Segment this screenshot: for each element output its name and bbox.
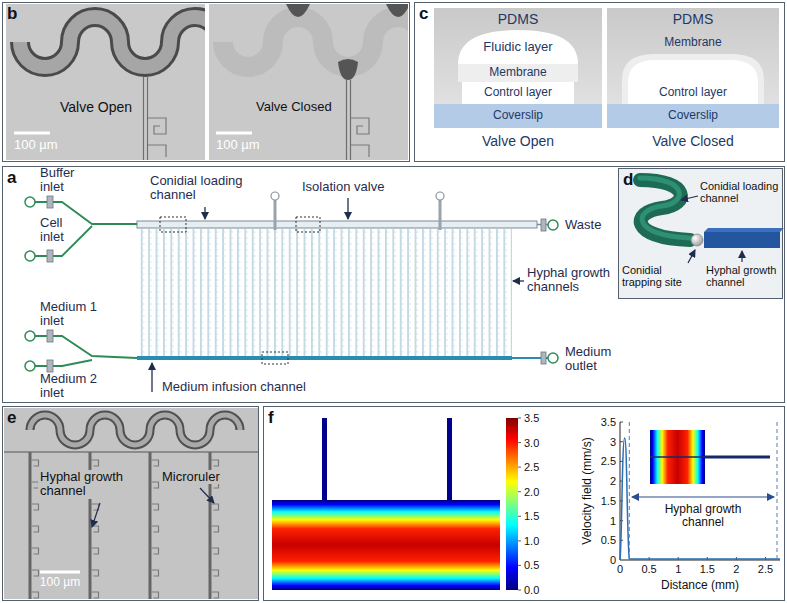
port-label: Medium outlet	[565, 345, 625, 374]
colorbar-tick: 2.5	[524, 461, 539, 473]
axis-tick: 1.5	[700, 563, 715, 575]
channel-label: Medium infusion channel	[162, 380, 306, 394]
axis-title: Distance (mm)	[661, 579, 739, 592]
panel-letter: d	[623, 171, 633, 188]
panel-letter: e	[7, 409, 16, 426]
layer-label: Control layer	[484, 86, 552, 99]
axis-tick: 1.5	[601, 495, 616, 507]
axis-tick: 0.5	[641, 563, 656, 575]
part-label: Microruler	[160, 470, 222, 484]
state-label: Valve Open	[482, 134, 554, 149]
colorbar-tick: 0.0	[524, 584, 539, 596]
valve-label: Isolation valve	[302, 180, 384, 194]
layer-label: Coverslip	[668, 109, 718, 122]
channel-label: Hyphal growth channels	[527, 266, 615, 295]
part-label: Hyphal growth channel	[706, 264, 780, 288]
state-label: Valve Open	[60, 100, 132, 115]
port-label: Waste	[565, 218, 601, 232]
channel-label: Conidial loading channel	[150, 174, 268, 203]
part-label: Conidial trapping site	[622, 264, 702, 288]
port-label: Buffer inlet	[40, 166, 90, 195]
figure-panel: b	[2, 2, 410, 162]
state-label: Valve Closed	[652, 134, 733, 149]
panel-letter: c	[419, 5, 428, 22]
layer-label: Membrane	[664, 36, 721, 49]
part-label: Conidial loading channel	[700, 180, 780, 204]
colorbar-tick: 3.5	[524, 412, 539, 424]
panel-letter: a	[7, 169, 16, 186]
layer-label: Membrane	[489, 66, 546, 79]
layer-label: PDMS	[673, 12, 713, 27]
axis-title: Velocity field (mm/s)	[581, 437, 594, 544]
colorbar-tick: 3.0	[524, 437, 539, 449]
layer-label: Coverslip	[493, 109, 543, 122]
layer-label: Fluidic layer	[483, 40, 552, 54]
channel-label: Hyphal growth channel	[38, 470, 134, 499]
panel-letter: f	[268, 409, 274, 426]
scale-label: 100 µm	[216, 138, 260, 152]
axis-tick: 0	[610, 554, 616, 566]
axis-tick: 2	[733, 563, 739, 575]
layer-label: PDMS	[498, 12, 538, 27]
state-label: Valve Closed	[256, 100, 332, 114]
scale-label: 100 µm	[14, 138, 58, 152]
axis-tick: 1	[610, 515, 616, 527]
port-label: Medium 1 inlet	[40, 300, 102, 329]
colorbar-tick: 1.0	[524, 535, 539, 547]
colorbar-tick: 1.5	[524, 510, 539, 522]
range-label: Hyphal growth channel	[648, 503, 758, 529]
axis-tick: 2	[610, 475, 616, 487]
axis-tick: 3	[610, 436, 616, 448]
axis-tick: 2.5	[758, 563, 773, 575]
scale-label: 100 µm	[40, 576, 80, 589]
layer-label: Control layer	[659, 86, 727, 99]
colorbar-tick: 0.5	[524, 559, 539, 571]
axis-tick: 0	[617, 563, 623, 575]
axis-tick: 1	[675, 563, 681, 575]
panel-letter: b	[7, 5, 17, 22]
axis-tick: 3.5	[601, 416, 616, 428]
figure-panel: e	[2, 406, 259, 601]
port-label: Cell inlet	[40, 216, 80, 245]
colorbar-tick: 2.0	[524, 486, 539, 498]
axis-tick: 2.5	[601, 455, 616, 467]
axis-tick: 0.5	[601, 534, 616, 546]
port-label: Medium 2 inlet	[40, 372, 102, 401]
